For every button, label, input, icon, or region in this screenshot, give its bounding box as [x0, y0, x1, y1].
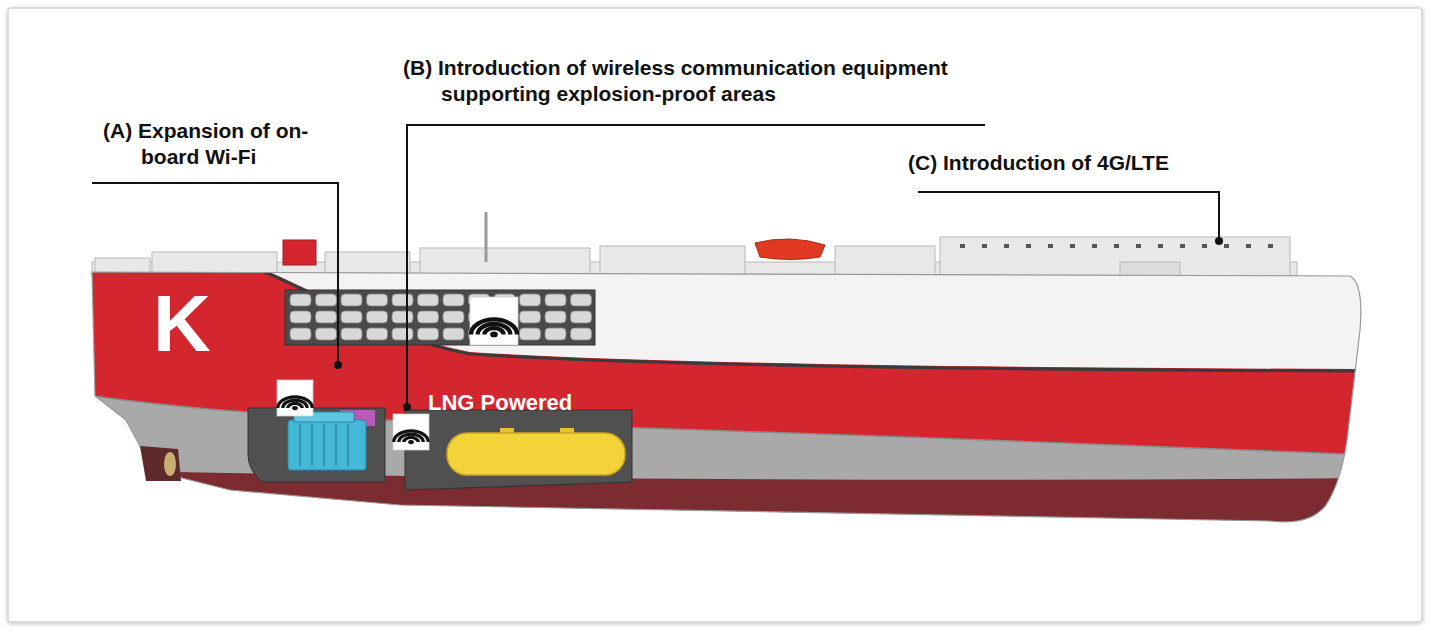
car — [316, 328, 337, 340]
hull-text: LNG Powered — [428, 390, 648, 416]
car — [316, 311, 337, 323]
car — [443, 328, 464, 340]
lifeboat — [755, 239, 825, 260]
car — [392, 328, 413, 340]
hull-outline — [92, 272, 1361, 522]
wifi-icon — [470, 297, 518, 345]
leader-dots — [334, 237, 1223, 411]
car — [571, 328, 592, 340]
callout-label: (A) Expansion of on-board Wi-Fi — [103, 118, 341, 170]
funnel — [283, 240, 316, 265]
callout-label: (C) Introduction of 4G/LTE — [908, 150, 1228, 176]
car — [341, 328, 362, 340]
car — [290, 294, 311, 306]
window — [1224, 244, 1229, 248]
car — [520, 294, 541, 306]
car — [545, 294, 566, 306]
car — [367, 311, 388, 323]
lng-tank — [447, 428, 625, 475]
callout-label: (B) Introduction of wireless communicati… — [403, 55, 961, 107]
car — [571, 294, 592, 306]
window — [960, 244, 965, 248]
car — [341, 294, 362, 306]
window — [1246, 244, 1251, 248]
car — [418, 311, 439, 323]
frame — [8, 8, 1422, 622]
car — [367, 294, 388, 306]
logo-letter: K — [153, 284, 233, 364]
tank-cutout — [405, 410, 632, 490]
window — [1114, 244, 1119, 248]
engine — [288, 410, 375, 470]
car — [443, 294, 464, 306]
car — [316, 294, 337, 306]
wifi-bg — [470, 297, 518, 345]
mast — [485, 212, 488, 262]
car — [443, 311, 464, 323]
car — [392, 311, 413, 323]
car — [418, 294, 439, 306]
wifi-dot — [490, 332, 498, 338]
wifi-icon — [277, 380, 313, 416]
wifi-bg — [277, 380, 313, 416]
car — [341, 311, 362, 323]
window — [1048, 244, 1053, 248]
window — [1180, 244, 1185, 248]
car — [418, 328, 439, 340]
car — [290, 311, 311, 323]
propeller — [164, 452, 176, 476]
cars — [290, 294, 592, 340]
wifi-dot — [408, 440, 414, 444]
car — [367, 328, 388, 340]
wifi-dot — [292, 406, 298, 410]
hull — [80, 250, 1380, 560]
bridge-windows — [960, 244, 1273, 248]
wifi-bg — [393, 414, 429, 450]
window — [1004, 244, 1009, 248]
window — [1092, 244, 1097, 248]
car — [290, 328, 311, 340]
superstructure — [92, 237, 1297, 276]
window — [1070, 244, 1075, 248]
car — [571, 311, 592, 323]
window — [1268, 244, 1273, 248]
car — [520, 311, 541, 323]
car — [545, 328, 566, 340]
engine-room-cutout — [248, 408, 385, 482]
car — [545, 311, 566, 323]
car — [392, 294, 413, 306]
car-deck-cutout — [285, 290, 595, 345]
window — [1136, 244, 1141, 248]
window — [1158, 244, 1163, 248]
window — [1202, 244, 1207, 248]
rudder — [140, 446, 181, 481]
window — [1026, 244, 1031, 248]
window — [982, 244, 987, 248]
car — [520, 328, 541, 340]
wifi-icon — [393, 414, 429, 450]
